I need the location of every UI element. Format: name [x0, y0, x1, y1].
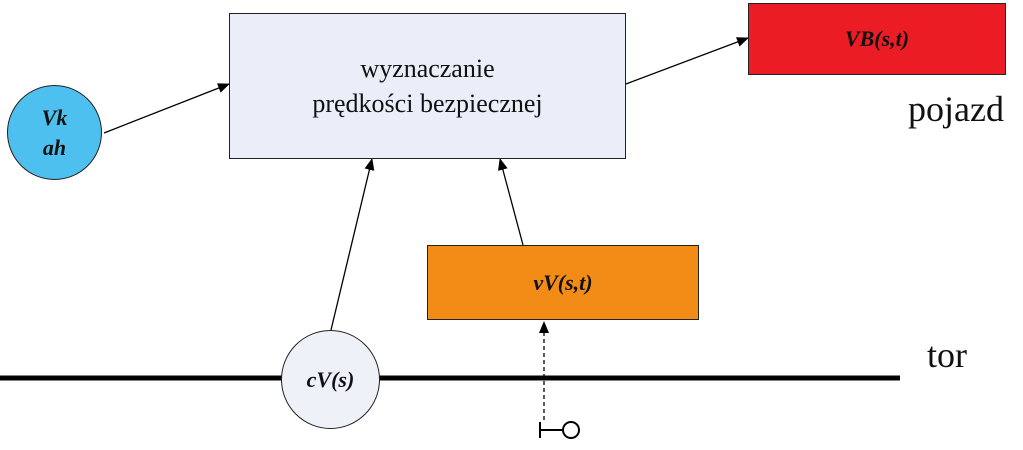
- vv-box: vV(s,t): [427, 245, 699, 320]
- vkah-line1: Vk: [41, 104, 68, 130]
- vv-label: vV(s,t): [533, 269, 593, 295]
- track-label: tor: [927, 335, 967, 375]
- safe-speed-box: wyznaczanie prędkości bezpiecznej: [229, 13, 626, 159]
- safe-speed-line2: prędkości bezpiecznej: [312, 89, 543, 118]
- vkah-line2: ah: [42, 134, 67, 160]
- arrow-vv-to-center: [498, 158, 524, 246]
- arrow-center-to-vb: [625, 37, 749, 85]
- arrow-cv-to-center: [330, 158, 375, 331]
- vb-box: VB(s,t): [748, 3, 1006, 75]
- arrow-vkah-to-center: [103, 83, 230, 134]
- signal-icon: [539, 421, 580, 439]
- safe-speed-line1: wyznaczanie: [360, 54, 495, 83]
- vehicle-label: pojazd: [908, 89, 1004, 129]
- cv-circle: cV(s): [281, 330, 380, 429]
- cv-label: cV(s): [306, 366, 355, 392]
- vkah-circle: Vk ah: [7, 85, 102, 180]
- vb-label: VB(s,t): [844, 26, 910, 51]
